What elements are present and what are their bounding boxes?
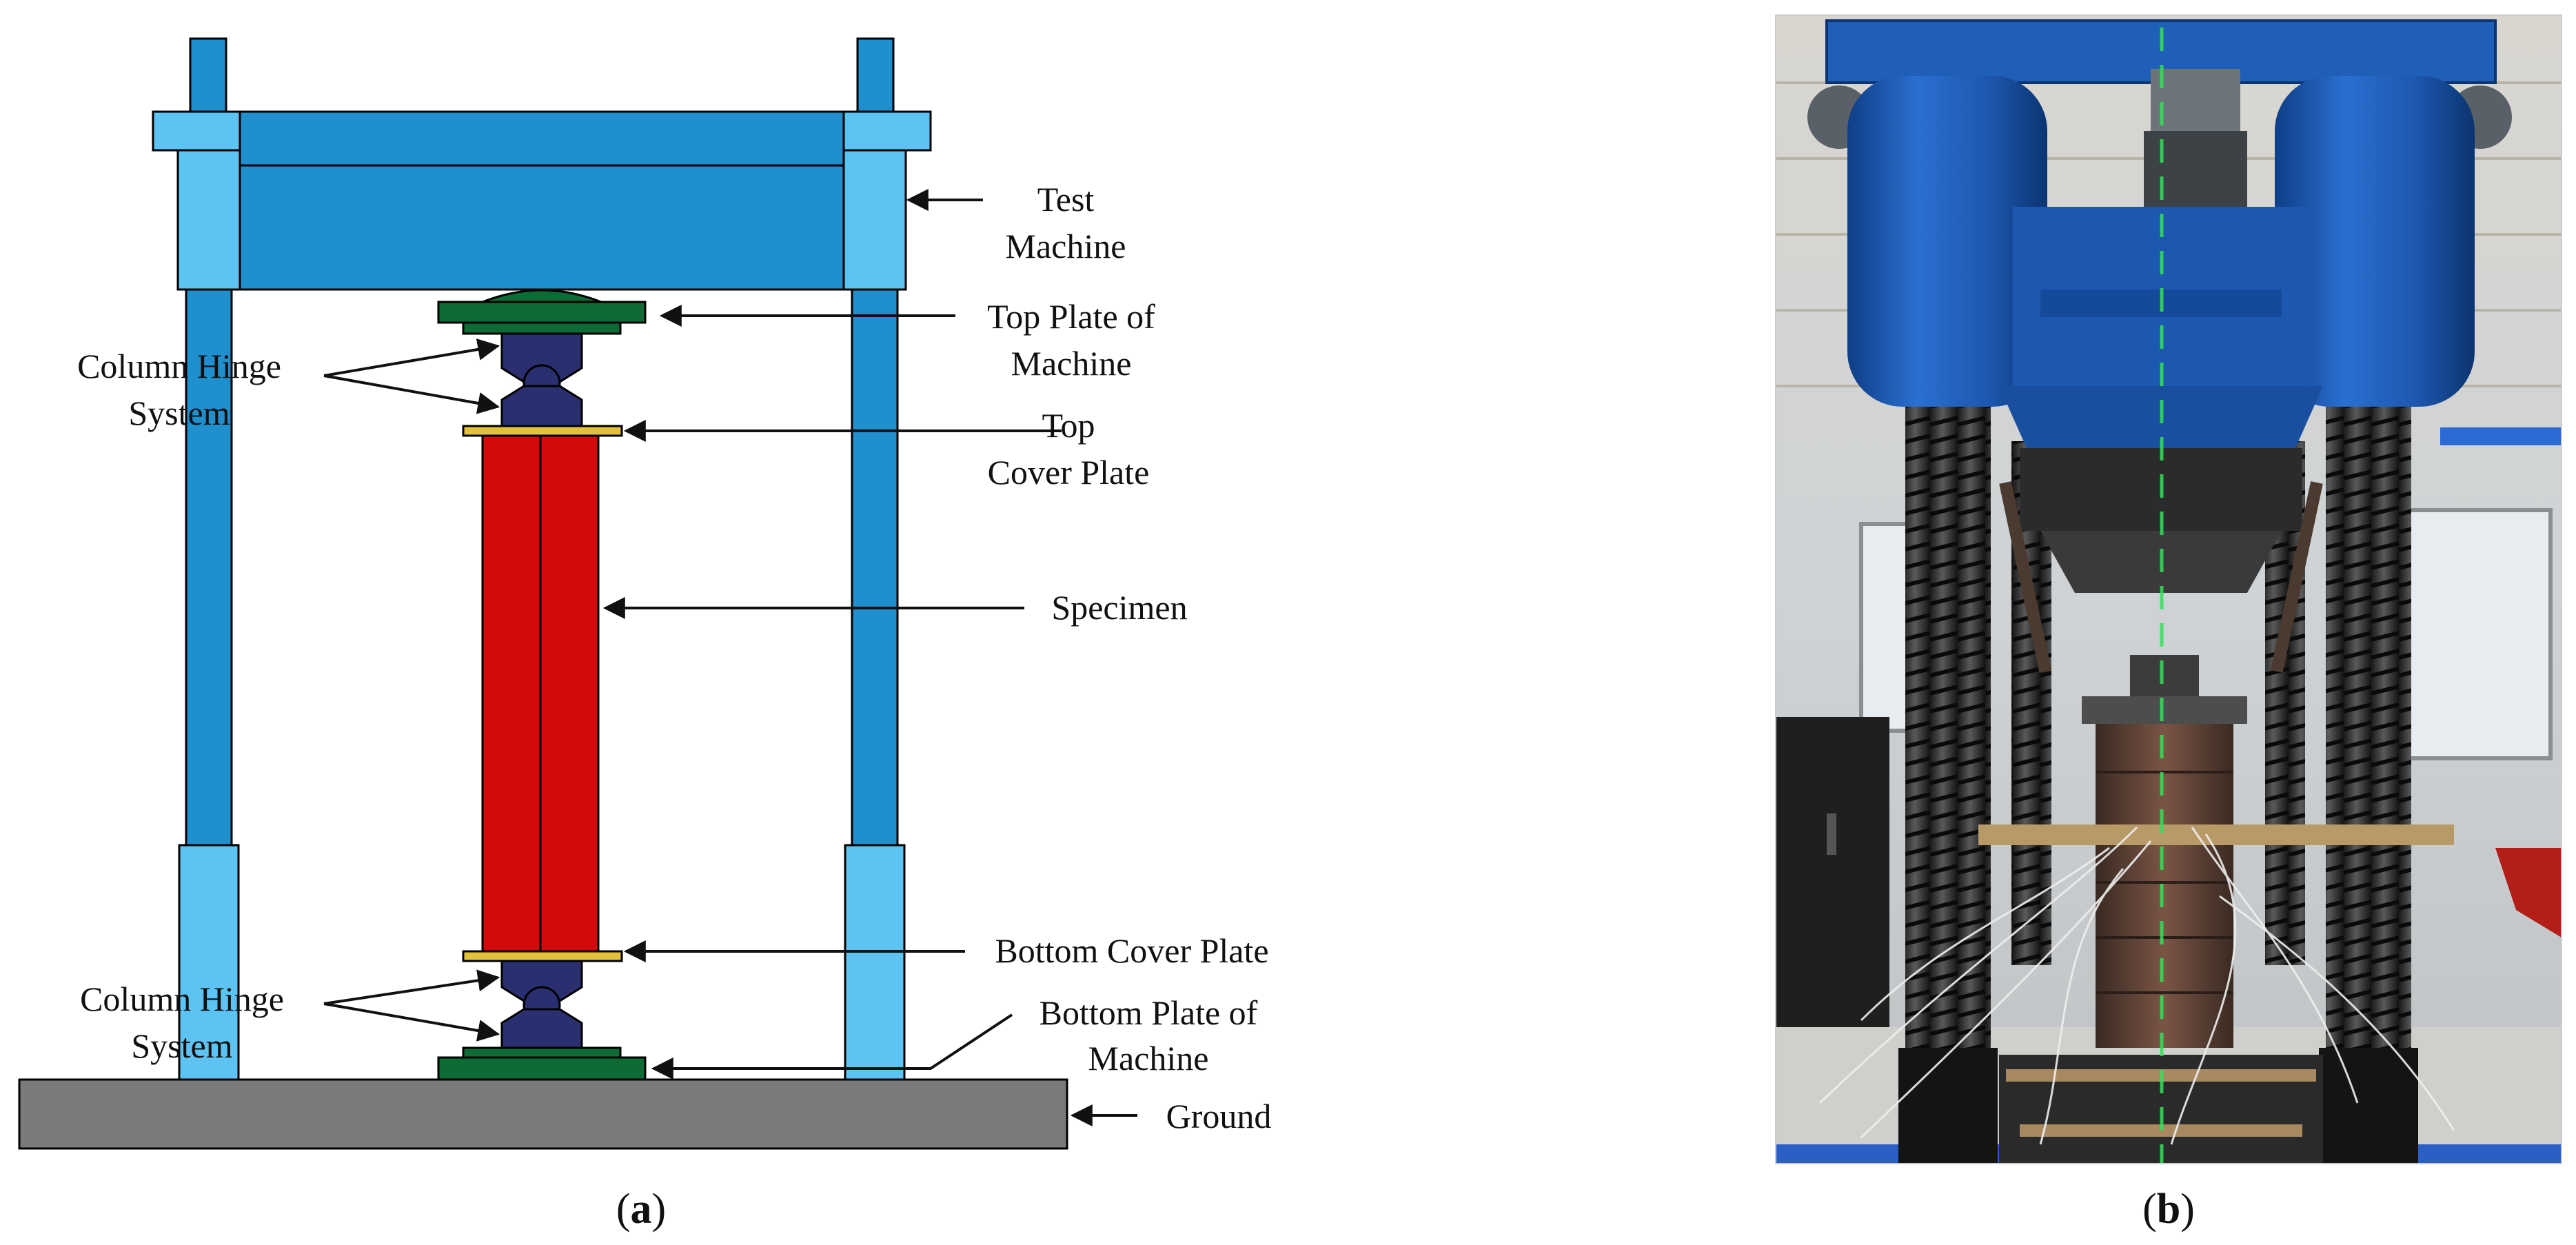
left-column-rod (185, 288, 233, 847)
panel-a-schematic: Test Machine Top Plate of Machine Column… (18, 37, 1272, 1233)
caption-b: (b) (2142, 1186, 2195, 1233)
right-column-lower (844, 844, 906, 1081)
bottom-plate-lower (437, 1056, 647, 1081)
left-column-top-stub (189, 37, 227, 113)
left-column-upper (176, 149, 241, 291)
photo-wires (1818, 826, 2455, 1145)
crossbeam-body (239, 164, 845, 291)
crossbeam-top (239, 110, 845, 167)
label-bottom-cover: Bottom Cover Plate (995, 931, 1268, 970)
panel-b-photo: (b) (1775, 14, 2562, 1233)
specimen-left-half (481, 434, 542, 953)
label-ground: Ground (1166, 1097, 1272, 1135)
label-test-machine-2: Machine (1006, 227, 1126, 265)
label-hinge-top-2: System (128, 394, 230, 432)
leader-hinge-bottom-a (323, 969, 500, 1005)
label-hinge-bottom-2: System (131, 1026, 232, 1065)
label-bottom-plate-2: Machine (1088, 1039, 1209, 1077)
right-column-upper (842, 149, 907, 291)
top-cover-plate (462, 425, 623, 437)
caption-a: (a) (616, 1186, 666, 1233)
photo-wood-bar (1978, 824, 2454, 845)
label-top-cover-2: Cover Plate (988, 453, 1150, 492)
leader-hinge-top-a (323, 338, 500, 377)
right-column-rod (851, 288, 899, 847)
label-top-plate-2: Machine (1011, 344, 1132, 383)
top-hinge-lower (500, 385, 583, 427)
photo-wall-band (2440, 427, 2562, 445)
photo-screw-right (2326, 386, 2411, 1075)
label-top-cover-1: Top (1042, 406, 1095, 445)
photo-window-right (2390, 508, 2553, 760)
label-specimen: Specimen (1051, 588, 1187, 627)
bottom-hinge-lower (500, 1008, 583, 1049)
leader-hinge-top-b (323, 374, 500, 414)
ground-slab (18, 1078, 1068, 1150)
top-plate-dome (482, 289, 602, 303)
label-top-plate-1: Top Plate of (987, 297, 1155, 336)
specimen-right-half (539, 434, 600, 953)
leader-bottom-plate (651, 1013, 1013, 1080)
label-hinge-bottom-1: Column Hinge (80, 980, 284, 1018)
bottom-plate-upper (462, 1046, 622, 1059)
label-hinge-top-1: Column Hinge (77, 347, 281, 385)
leader-hinge-bottom-b (323, 1002, 500, 1042)
photo-red-object (2495, 848, 2562, 938)
top-plate-upper (437, 301, 647, 324)
top-plate-lower (462, 321, 622, 335)
photo-cabinet (1776, 717, 1889, 1027)
bottom-cover-plate (462, 950, 623, 962)
photo-screw-left (1905, 386, 1991, 1075)
label-test-machine-1: Test (1037, 180, 1095, 219)
right-column-top-stub (856, 37, 895, 113)
photo-drum-left (1847, 76, 2047, 407)
label-bottom-plate-1: Bottom Plate of (1039, 993, 1258, 1032)
photo-drum-right (2275, 76, 2475, 407)
left-column-lower (178, 844, 240, 1081)
